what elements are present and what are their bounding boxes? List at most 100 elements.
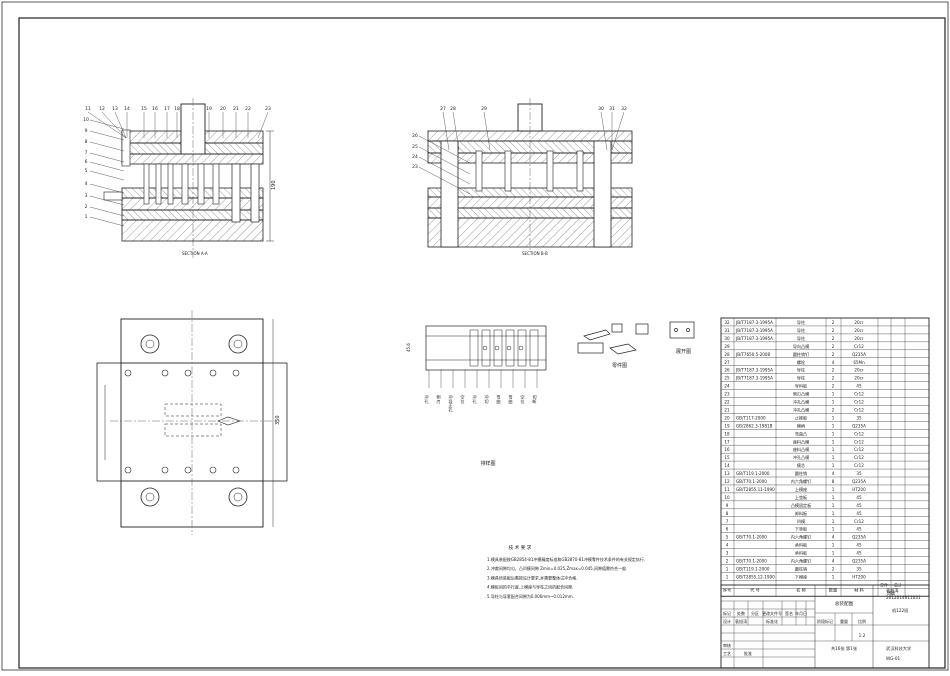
student-name: 袁旭涛 [886, 587, 899, 594]
bom-std: GB/T117-2000 [736, 415, 766, 420]
label-zone: 分区 [751, 610, 759, 616]
callout-label: 23 [265, 106, 271, 112]
part-view-label: 零件图 [612, 362, 627, 369]
label-sign: 签名 [785, 610, 793, 616]
station-label: 冲导正孔 [448, 394, 454, 414]
bom-material: 45 [856, 527, 862, 532]
unfold-view-label: 展开图 [676, 349, 691, 355]
bom-no: 1 [726, 574, 729, 579]
callout-label: 8 [85, 139, 88, 145]
label-check: 审核 [723, 642, 731, 648]
bom-material: Q235A [852, 423, 866, 428]
bom-material: Cr12 [854, 455, 864, 460]
bom-qty: 1 [832, 487, 835, 492]
bom-qty: 2 [832, 407, 835, 412]
label-stage: 阶段标记 [817, 618, 833, 624]
bom-no: 21 [724, 407, 730, 412]
bom-qty: 1 [832, 463, 835, 468]
bom-material: Cr12 [854, 431, 864, 436]
station-label: 冲孔 [472, 394, 478, 405]
bom-std: GB/T2855.12-1990 [736, 574, 775, 579]
bom-material: 45 [856, 384, 862, 389]
bom-name: 冲孔凸模 [793, 454, 809, 460]
callout-label: 31 [609, 106, 615, 112]
callout-label: 21 [233, 106, 239, 112]
title-block: 袁旭涛2012014611031机122班总装配图武汉科技大学WG-011:2共… [720, 584, 930, 669]
bom-material: Cr12 [854, 392, 864, 397]
callout-label: 19 [206, 106, 212, 112]
bom-no: 23 [724, 392, 730, 397]
bom-qty: 2 [832, 320, 835, 325]
bom-qty: 1 [832, 527, 835, 532]
bom-no: 12 [724, 479, 730, 484]
bom-std: JB/T7187.3-1995A [735, 336, 773, 341]
inner-border [18, 17, 946, 669]
bom-std: GB/T2855.11-1990 [736, 487, 775, 492]
label-design: 设计 [723, 618, 731, 624]
bom-name: 上模座 [795, 486, 807, 492]
strip-stations: 冲孔侧刃冲导正孔空位冲孔冲切弯曲弯曲空位切断 [424, 370, 538, 413]
callout-label: 4 [85, 181, 88, 187]
bom-qty: 1 [832, 392, 835, 397]
bom-no: 16 [724, 447, 730, 452]
callout-label: 15 [141, 106, 147, 112]
bom-std: GB/T70.1-2000 [736, 535, 767, 540]
bom-material: 35 [856, 566, 862, 571]
callout-label: 10 [83, 117, 89, 123]
bom-no: 14 [724, 463, 730, 468]
bom-material: Q235A [852, 559, 866, 564]
bom-qty: 1 [832, 455, 835, 460]
bom-name: 下垫板 [795, 526, 807, 532]
label-ratio: 比例 [858, 618, 866, 624]
technical-requirements: 技 术 要 求 1.模具装配按GB2854-81冲模精度标准和GB2870-81… [487, 544, 645, 599]
callout-label: 29 [481, 106, 487, 112]
bom-name: 上垫板 [795, 494, 807, 500]
bom-material: Q235A [852, 535, 866, 540]
label-weight: 重量 [840, 618, 848, 624]
bom-name: 导柱 [797, 319, 805, 325]
bom-name: 导柱 [797, 367, 805, 373]
bom-material: Cr12 [854, 407, 864, 412]
bom-no: 30 [724, 336, 730, 341]
bom-material: Q235A [852, 352, 866, 357]
label-approve: 批准 [744, 650, 752, 656]
bom-no: 20 [724, 415, 730, 420]
strip-dim: 45.6 [406, 343, 411, 352]
bom-material: 45 [856, 543, 862, 548]
bom-no: 28 [724, 352, 730, 357]
bom-material: HT200 [852, 487, 866, 492]
station-label: 冲切 [485, 394, 490, 405]
bom-name: 下模座 [795, 573, 807, 579]
class-name: 机122班 [892, 607, 908, 614]
bom-no: 15 [724, 455, 730, 460]
bom-no: 25 [724, 376, 730, 381]
bom-name: 模柄 [797, 422, 805, 428]
bom-material: 20cr [854, 320, 863, 325]
bom-name: 凹模 [797, 518, 805, 524]
bom-material: Cr12 [854, 519, 864, 524]
bom-std: JB/T7187.3-1995A [735, 368, 773, 373]
label-date: 年月日 [795, 610, 807, 616]
bom-name: 导向凸模 [793, 343, 809, 349]
designer-name: 袁旭涛 [735, 618, 747, 624]
bom-name: 内六角螺钉 [791, 534, 811, 540]
section-b-caption: SECTION B-B [522, 251, 548, 256]
bom-qty: 1 [832, 511, 835, 516]
bom-no: 9 [726, 503, 729, 508]
callout-label: 14 [124, 106, 130, 112]
callout-label: 11 [85, 106, 91, 112]
bom-std: JB/T7187.3-1995A [735, 376, 773, 381]
drawing-name: 总装配图 [835, 600, 854, 607]
bom-no: 5 [726, 535, 729, 540]
student-id: 2012014611031 [886, 595, 921, 600]
bom-name: 凸模固定板 [791, 502, 811, 508]
bom-name: 承料板 [795, 542, 807, 548]
bom-material: HT200 [852, 574, 866, 579]
bom-material: 45 [856, 551, 862, 556]
bom-no: 7 [726, 519, 729, 524]
station-label: 切断 [532, 394, 538, 405]
